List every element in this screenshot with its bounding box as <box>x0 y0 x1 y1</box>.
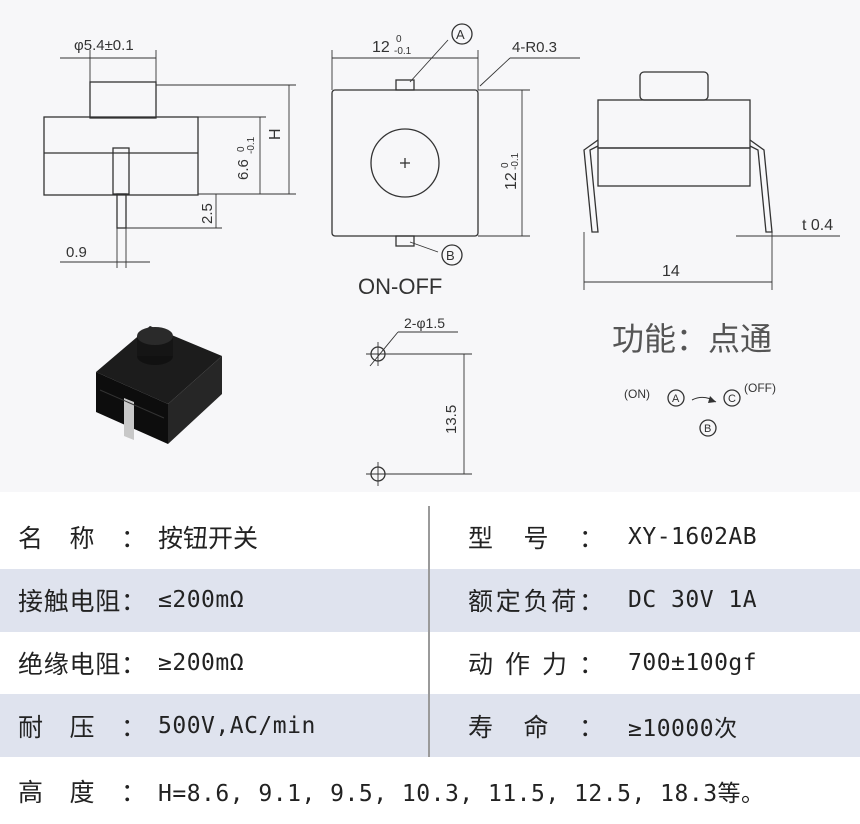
spec-value: H=8.6, 9.1, 9.5, 10.3, 11.5, 12.5, 18.3等… <box>158 780 765 807</box>
spec-row: 绝缘电阻： ≥200mΩ 动作力： 700±100gf <box>0 631 860 695</box>
terminal-b-label: B <box>446 248 455 263</box>
spec-row: 高度： H=8.6, 9.1, 9.5, 10.3, 11.5, 12.5, 1… <box>0 757 860 824</box>
state-node-c <box>723 389 741 407</box>
dim-h-text: H <box>267 128 284 140</box>
spec-value: 500V,AC/min <box>158 712 316 739</box>
drawing-svg: φ5.4±0.1 H 6.6 0 -0.1 2.5 0.9 <box>43 23 840 486</box>
dim-pin-length-text: 2.5 <box>199 203 216 224</box>
spec-label: 寿命： <box>468 712 604 742</box>
body-outline <box>43 116 199 196</box>
spec-value: ≥10000次 <box>628 715 738 742</box>
on-off-caption: ON-OFF <box>358 274 442 299</box>
state-off-label: (OFF) <box>744 381 776 395</box>
spec-row: 名称： 按钮开关 型号： XY-1602AB <box>0 506 860 569</box>
dim-thickness-text: t 0.4 <box>802 217 833 234</box>
terminal-b-circle <box>441 244 463 266</box>
state-on-label: (ON) <box>624 387 650 401</box>
pcb-holes-text: 2-φ1.5 <box>404 315 445 331</box>
side-view-right: t 0.4 14 <box>583 71 840 290</box>
spec-value: ≤200mΩ <box>158 587 245 614</box>
spec-label: 名称： <box>18 524 146 554</box>
switch-photo <box>96 326 222 444</box>
spec-label: 耐压： <box>18 712 146 742</box>
dim-span-text: 14 <box>662 263 680 280</box>
leader-a <box>409 39 449 83</box>
spec-row: 耐压： 500V,AC/min 寿命： ≥10000次 <box>0 694 860 757</box>
photo-button-top <box>137 327 173 345</box>
dim-pin-width-text: 0.9 <box>66 244 87 261</box>
dim-body-tol-low: -0.1 <box>246 136 257 154</box>
terminal-a-tab <box>395 79 415 91</box>
leader <box>479 57 511 87</box>
state-arrow-head <box>708 396 716 403</box>
spec-table: 名称： 按钮开关 型号： XY-1602AB 接触电阻： ≤200mΩ 额定负荷… <box>0 506 860 824</box>
spec-label: 接触电阻： <box>18 587 146 617</box>
spec-label: 型号： <box>468 524 604 554</box>
technical-drawing: φ5.4±0.1 H 6.6 0 -0.1 2.5 0.9 <box>43 23 840 486</box>
spec-value: DC 30V 1A <box>628 587 758 614</box>
spec-value: XY-1602AB <box>628 524 758 551</box>
dim-height-text: 12 <box>503 172 520 190</box>
dim-body-text: 6.6 <box>235 159 252 180</box>
spec-row: 接触电阻： ≤200mΩ 额定负荷： DC 30V 1A <box>0 568 860 632</box>
state-node-b <box>699 419 717 437</box>
pin-leg <box>116 193 127 229</box>
right-button-cap <box>639 71 709 101</box>
hole-leader <box>369 331 399 367</box>
spec-value: 按钮开关 <box>158 524 259 554</box>
function-text: 功能：点通 <box>612 321 772 357</box>
function-diagram: 功能：点通 (ON) (OFF) A B C <box>612 321 776 437</box>
spec-value: ≥200mΩ <box>158 649 245 676</box>
photo-lead <box>124 398 134 440</box>
dim-height-tol-low: -0.1 <box>510 152 521 170</box>
front-view: 12 0 -0.1 4-R0.3 12 0 -0.1 A B ON-OFF <box>331 23 580 299</box>
right-body-bottom <box>597 147 751 187</box>
pcb-layout: 2-φ1.5 13.5 <box>366 315 472 486</box>
button-cap-outline <box>89 81 157 119</box>
state-node-c-label: C <box>728 393 736 405</box>
spec-label: 高度： <box>18 777 146 807</box>
dim-height-tol-up: 0 <box>500 162 511 168</box>
spec-label: 额定负荷： <box>468 587 604 617</box>
terminal-b-tab <box>395 235 415 247</box>
spec-label: 动作力： <box>468 649 604 679</box>
dim-radius-text: 4-R0.3 <box>512 39 557 56</box>
dim-body-tol-up: 0 <box>236 146 247 152</box>
side-view-left: φ5.4±0.1 H 6.6 0 -0.1 2.5 0.9 <box>43 37 296 268</box>
pcb-pitch-text: 13.5 <box>443 405 460 434</box>
spec-value: 700±100gf <box>628 649 758 676</box>
dim-phi-text: φ5.4±0.1 <box>74 37 134 54</box>
right-lead <box>749 139 773 233</box>
dim-width-text: 12 <box>372 39 390 56</box>
pin-top <box>112 147 130 195</box>
dim-width-tol-low: -0.1 <box>394 46 412 57</box>
photo-side-face <box>168 356 222 444</box>
state-node-a <box>667 389 685 407</box>
terminal-a-circle <box>451 23 473 45</box>
photo-seam <box>99 389 165 419</box>
left-lead <box>583 139 599 233</box>
button-circle <box>370 128 440 198</box>
spec-label: 绝缘电阻： <box>18 649 146 679</box>
dim-width-tol-up: 0 <box>396 34 402 45</box>
state-node-b-label: B <box>704 423 711 435</box>
photo-top-face <box>96 326 222 404</box>
state-node-a-label: A <box>672 393 680 405</box>
right-body-top <box>597 99 751 149</box>
leader-b <box>409 241 439 253</box>
terminal-a-label: A <box>456 27 465 42</box>
